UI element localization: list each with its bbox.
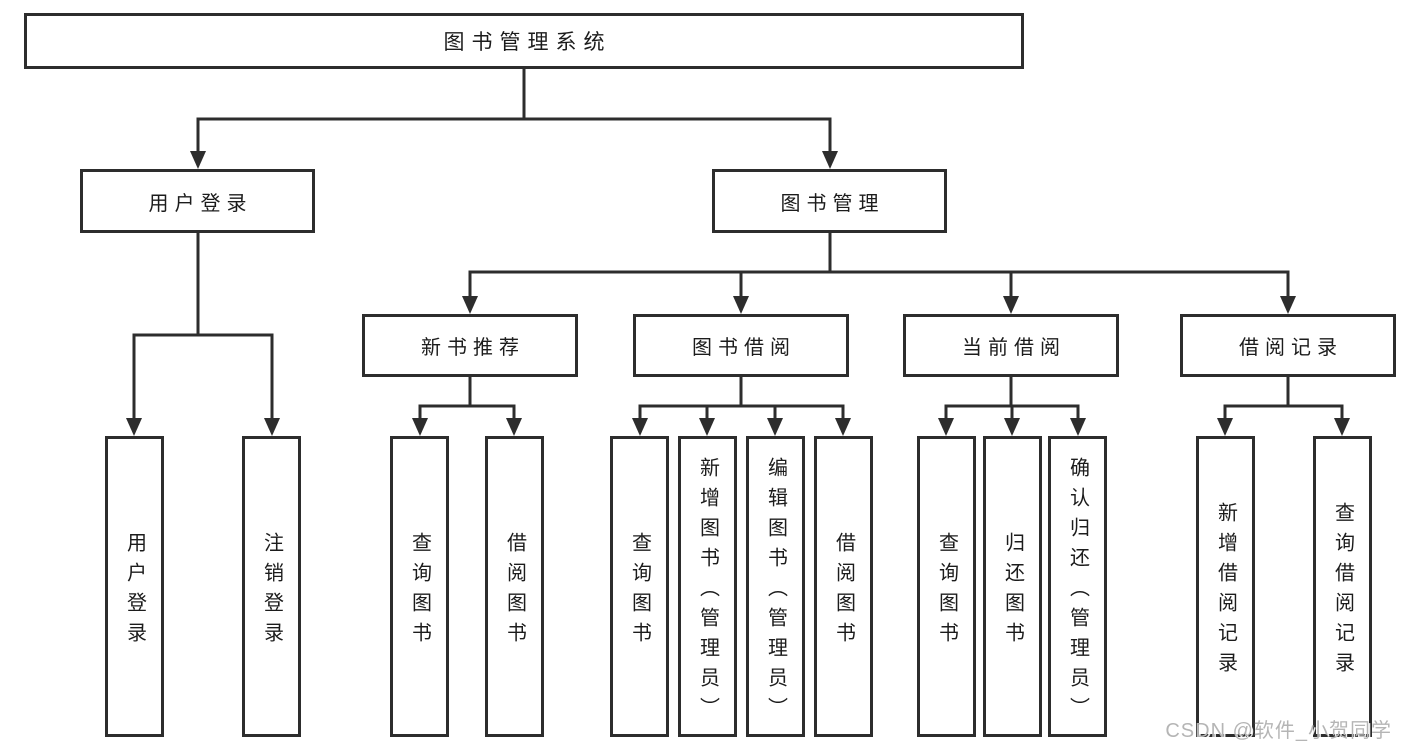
leaf-label: 用户登录 — [123, 531, 146, 652]
leaf-label: 新增图书（管理员） — [696, 456, 719, 727]
leaf-label: 借阅图书 — [832, 531, 855, 652]
leaf-label: 编辑图书（管理员） — [764, 456, 787, 727]
leaf-label: 查询图书 — [408, 531, 431, 652]
leaf-borrow-books: 借阅图书 — [814, 436, 873, 737]
leaf-logout: 注销登录 — [242, 436, 301, 737]
leaf-label: 借阅图书 — [503, 531, 526, 652]
leaf-query-books-borrow: 查询图书 — [610, 436, 669, 737]
node-library-management-system: 图书管理系统 — [24, 13, 1024, 69]
leaf-label: 新增借阅记录 — [1214, 501, 1237, 682]
leaf-label: 查询借阅记录 — [1331, 501, 1354, 682]
node-current-borrowing: 当前借阅 — [903, 314, 1119, 377]
leaf-label: 确认归还（管理员） — [1066, 456, 1089, 727]
node-label: 图书管理 — [780, 192, 885, 215]
node-borrowing-records: 借阅记录 — [1180, 314, 1396, 377]
leaf-query-books-current: 查询图书 — [917, 436, 976, 737]
leaf-add-borrow-record: 新增借阅记录 — [1196, 436, 1255, 737]
node-new-book-recommendation: 新书推荐 — [362, 314, 578, 377]
node-label: 用户登录 — [148, 192, 253, 215]
leaf-user-login: 用户登录 — [105, 436, 164, 737]
leaf-label: 查询图书 — [935, 531, 958, 652]
leaf-edit-book-admin: 编辑图书（管理员） — [746, 436, 805, 737]
leaf-confirm-return-admin: 确认归还（管理员） — [1048, 436, 1107, 737]
node-label: 图书借阅 — [692, 337, 796, 359]
node-label: 当前借阅 — [962, 337, 1066, 359]
node-label: 新书推荐 — [421, 337, 525, 359]
node-user-login: 用户登录 — [80, 169, 315, 233]
node-book-borrowing: 图书借阅 — [633, 314, 849, 377]
leaf-query-borrow-record: 查询借阅记录 — [1313, 436, 1372, 737]
csdn-watermark: CSDN @软件_小贺同学 — [1165, 720, 1392, 742]
leaf-label: 注销登录 — [260, 531, 283, 652]
node-label: 借阅记录 — [1239, 337, 1343, 359]
node-book-management: 图书管理 — [712, 169, 947, 233]
leaf-borrow-books-recommend: 借阅图书 — [485, 436, 544, 737]
leaf-label: 查询图书 — [628, 531, 651, 652]
leaf-query-books-recommend: 查询图书 — [390, 436, 449, 737]
leaf-return-book: 归还图书 — [983, 436, 1042, 737]
leaf-add-book-admin: 新增图书（管理员） — [678, 436, 737, 737]
leaf-label: 归还图书 — [1001, 531, 1024, 652]
node-label: 图书管理系统 — [443, 31, 612, 54]
